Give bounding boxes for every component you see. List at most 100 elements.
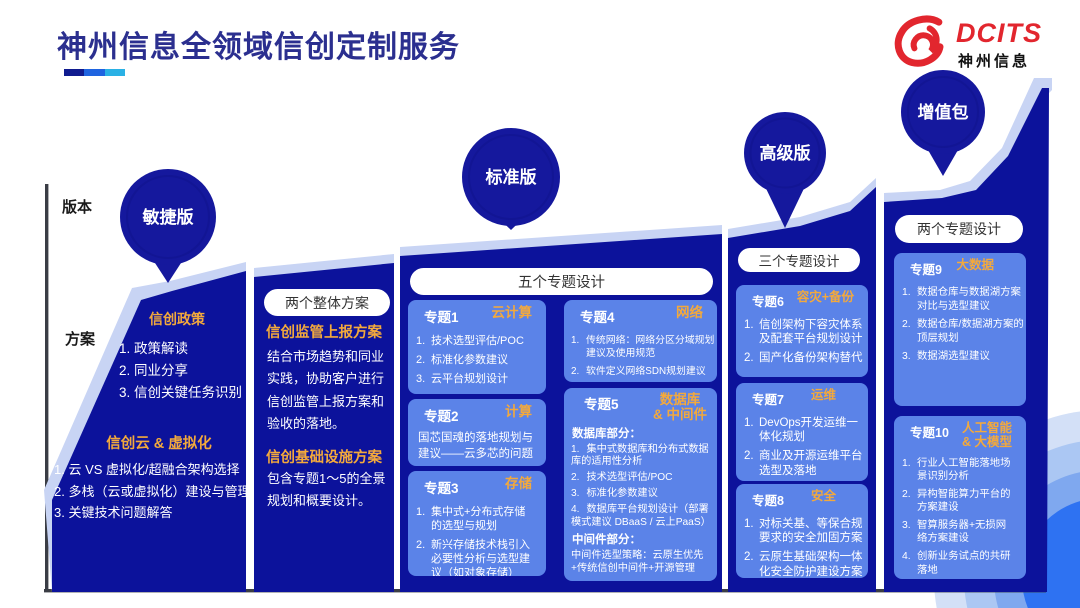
list-item: 2. 同业分享 xyxy=(119,360,242,382)
topic-card-body: 国芯国魂的落地规划与建议——云多芯的问题 xyxy=(418,432,533,460)
item-number: 3. xyxy=(902,519,911,531)
list-item: 4.数据库平台规划设计（部署模式建议 DBaaS / 云上PaaS） xyxy=(564,504,717,530)
list-item-text: 信创关键任务识别 xyxy=(134,385,243,400)
list-item-text: 技术选型评估/POC xyxy=(431,335,524,347)
topic-card-tag-line: 人工智能 xyxy=(961,421,1012,435)
item-number: 2. xyxy=(902,319,911,331)
topic-card-number: 专题6 xyxy=(752,295,784,309)
step2-column-shape xyxy=(254,263,394,592)
list-item: 3. 关键技术问题解答 xyxy=(54,502,250,524)
list-item: 3. 信创关键任务识别 xyxy=(119,382,242,404)
topic-card-number: 专题1 xyxy=(424,310,459,325)
pin-value-pack: 增值包 xyxy=(901,70,985,176)
list-item: 3.智算服务器+无损网络方案建设 xyxy=(897,519,1025,546)
list-item: 2.技术选型评估/POC xyxy=(564,472,717,485)
list-item-text: 标准化参数建议 xyxy=(431,354,508,366)
list-item: 3. 标准化参数建议 xyxy=(564,488,717,501)
pin-agile: 敏捷版 xyxy=(120,169,216,283)
page-title: 神州信息全领域信创定制服务 xyxy=(57,31,460,64)
item-number: 1. xyxy=(744,417,754,429)
item-number: 3. xyxy=(416,373,426,385)
column2-heading-regulatory: 信创监管上报方案 xyxy=(266,325,382,341)
logo-swirl-outer-stroke xyxy=(894,15,944,67)
item-number: 1. xyxy=(571,335,580,346)
topic-card-number: 专题9 xyxy=(910,263,942,277)
topic-card-number: 专题5 xyxy=(584,397,619,412)
topic-card-number: 专题8 xyxy=(752,494,784,508)
item-number: 1. xyxy=(902,457,911,469)
pin-standard-label: 标准版 xyxy=(486,167,537,187)
item-number: 1. xyxy=(902,287,911,298)
list-item-text: 行业人工智能落地场景识别分析 xyxy=(917,457,1011,483)
list-item: 1. 云 VS 虚拟化/超融合架构选择 xyxy=(54,459,250,481)
pin-advanced-inner-ring xyxy=(749,117,821,189)
column1-heading-cloud: 信创云 & 虚拟化 xyxy=(106,436,212,452)
pin-agile-label: 敏捷版 xyxy=(142,207,194,227)
topic-card-list: 1.传统网络：网络分区分域规划建议及使用规范 2.软件定义网络SDN规划建议 xyxy=(564,328,717,382)
list-item: 1.集中式+分布式存储的选型与规划 xyxy=(411,505,545,533)
column2-pill: 两个整体方案 xyxy=(264,289,390,316)
column5-pill: 两个专题设计 xyxy=(895,215,1023,243)
item-number: 4. xyxy=(571,503,580,515)
pin-value-pack-circle xyxy=(901,70,985,154)
list-item-text: 商业及开源运维平台选型及落地 xyxy=(759,450,863,477)
item-number: 1. xyxy=(416,335,426,347)
column1-heading-policy: 信创政策 xyxy=(149,311,205,327)
card-group-body: 中间件选型策略：云原生优先+传统信创中间件+开源管理 xyxy=(571,550,704,575)
list-item: 4.创新业务试点的共研落地 xyxy=(897,550,1025,577)
topic-card-tag-line: & 大模型 xyxy=(961,434,1012,449)
title-bar-segment-cyan xyxy=(105,69,125,76)
item-number: 3. xyxy=(571,488,580,500)
list-item-text: 信创架构下容灾体系及配套平台规划设计 xyxy=(759,319,863,346)
list-item-text: 云原生基础架构一体化安全防护建设方案 xyxy=(759,551,863,578)
list-item-text: 数据仓库/数据湖方案的顶层规划 xyxy=(917,319,1024,344)
item-number: 2. xyxy=(744,352,754,365)
pin-standard-circle xyxy=(462,128,560,226)
list-item: 2.软件定义网络SDN规划建议 xyxy=(566,365,716,378)
list-item: 2.标准化参数建议 xyxy=(411,353,545,367)
column2-heading-infrastructure: 信创基础设施方案 xyxy=(266,450,382,466)
list-item-text: 数据湖选型建议 xyxy=(917,351,990,363)
list-item-text: 标准化参数建议 xyxy=(586,488,658,500)
topic-card-tag-line: 数据库 xyxy=(659,392,701,407)
item-number: 1. xyxy=(54,462,69,477)
list-item: 1.数据仓库与数据湖方案对比与选型建议 xyxy=(897,286,1025,313)
list-item-text: 数据库平台规划设计（部署模式建议 DBaaS / 云上PaaS） xyxy=(571,503,711,528)
item-number: 3. xyxy=(902,351,911,363)
list-item: 2. 数据仓库/数据湖方案的顶层规划 xyxy=(897,318,1025,345)
item-number: 3. xyxy=(119,385,135,400)
topic-card-number: 专题3 xyxy=(424,481,459,496)
pin-value-pack-label: 增值包 xyxy=(918,102,969,122)
card-group-label: 中间件部分： xyxy=(572,534,641,547)
logo-swirl-icon xyxy=(894,15,944,67)
item-number: 2. xyxy=(571,472,580,484)
logo-brand-text: DCITS xyxy=(956,18,1042,48)
list-item: 1.传统网络：网络分区分域规划建议及使用规范 xyxy=(566,334,716,360)
item-number: 2. xyxy=(54,483,69,499)
pin-advanced-circle xyxy=(744,112,826,194)
item-number: 1. xyxy=(744,319,754,331)
list-item-text: 云 VS 虚拟化/超融合架构选择 xyxy=(68,462,240,477)
item-number: 2. xyxy=(416,539,426,551)
item-number: 1. xyxy=(744,518,754,530)
pin-agile-circle xyxy=(120,169,216,265)
item-number: 2. xyxy=(571,366,580,378)
list-item: 2.云原生基础架构一体化安全防护建设方案 xyxy=(739,550,867,578)
list-item: 1. 信创架构下容灾体系及配套平台规划设计 xyxy=(739,318,867,346)
topic-card-tag-line: & 中间件 xyxy=(653,406,707,422)
list-item: 1.对标关基、等保合规要求的安全加固方案 xyxy=(739,517,867,545)
